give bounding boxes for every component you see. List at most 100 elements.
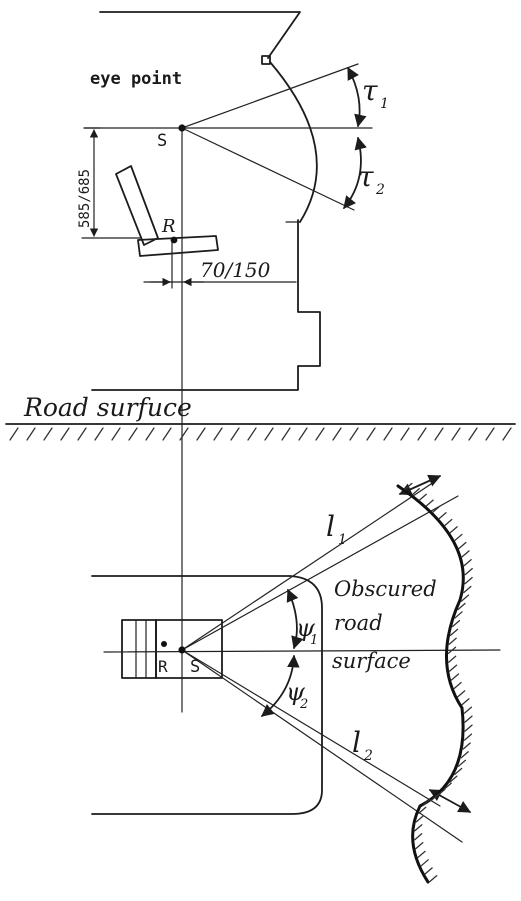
tau1-label: τ [362,74,378,107]
psi1-index: 1 [310,633,318,648]
obscured-label-line-3: surface [332,649,411,673]
road-hatch-mark [26,427,36,441]
windshield [269,61,318,223]
boundary-hatch-mark [448,664,458,672]
boundary-hatch-mark [415,842,424,850]
obscured-boundary [396,484,465,884]
point-r-label: R [161,216,176,237]
boundary-hatch-mark [447,646,457,654]
road-hatch-mark [451,427,461,441]
l2-label: l [352,726,361,759]
obscured-label-line-1: Obscured [334,577,437,601]
boundary-hatch-mark [462,742,471,750]
plan-inner-line-b [181,649,441,807]
plan-lower-sight-line [181,649,463,843]
road-hatch-mark [400,427,410,441]
boundary-hatch-mark [432,505,441,513]
road-hatch-mark [485,427,495,441]
boundary-hatch-mark [418,493,427,501]
boundary-hatch-mark [418,806,427,814]
boundary-hatch-mark [443,782,452,790]
tau1-index: 1 [380,96,389,112]
l1-index: 1 [338,532,347,548]
boundary-hatch-mark [425,499,434,507]
plan-r-label: R [158,657,168,676]
boundary-hatch-mark [417,850,426,859]
tau2-index: 2 [375,182,385,198]
boundary-hatch-mark [448,637,457,645]
plan-s-label: S [190,657,200,677]
boundary-hatch-mark [449,526,458,534]
boundary-hatch-mark [430,794,439,802]
road-hatching [9,427,512,441]
road-hatch-mark [349,427,359,441]
boundary-hatch-mark [464,567,473,576]
boundary-hatch-mark [414,833,423,841]
boundary-hatch-mark [460,751,469,759]
boundary-hatch-mark [415,815,424,823]
psi2-arc [261,654,300,717]
lower-sight-line [181,127,355,211]
l1-label: l [326,510,335,543]
boundary-hatch-mark [444,518,453,527]
road-surface-label: Road surfuce [23,393,192,422]
road-hatch-mark [60,427,70,441]
boundary-hatch-mark [454,533,463,542]
road-hatch-mark [366,427,376,441]
boundary-hatch-mark [458,541,467,550]
boundary-hatch-mark [464,724,473,732]
road-hatch-mark [417,427,427,441]
boundary-hatch-mark [457,759,467,767]
psi1-label: ψ [296,614,316,642]
plan-inner-line-a [181,481,435,651]
road-hatch-mark [77,427,87,441]
boundary-hatch-mark [463,559,472,567]
boundary-hatch-mark [449,628,459,636]
boundary-hatch-mark [457,602,466,611]
top-view: R S l 1 l 2 ψ 1 ψ 2 Obscured road surfac… [91,474,501,884]
center-line [103,649,501,653]
boundary-hatch-mark [453,681,462,690]
boundary-hatch-mark [438,512,447,520]
road-surface: Road surfuce [5,393,516,441]
boundary-hatch-mark [449,775,458,783]
road-hatch-mark [315,427,325,441]
plan-r-dot [161,641,167,647]
road-hatch-mark [298,427,308,441]
boundary-hatch-mark [461,698,470,706]
road-hatch-mark [213,427,223,441]
mirror-knob [261,55,271,65]
boundary-hatch-mark [451,619,461,628]
boundary-hatch-mark [404,482,413,491]
boundary-hatch-mark [463,585,472,594]
road-hatch-mark [434,427,444,441]
seat-back [115,165,159,246]
psi1-arc [286,588,304,650]
tau2-label: τ [358,160,374,193]
boundary-hatch-mark [429,874,438,883]
cab-block-front [155,619,223,679]
road-hatch-mark [383,427,393,441]
road-hatch-mark [502,427,512,441]
cab-block-rear [121,619,157,679]
road-hatch-mark [196,427,206,441]
road-hatch-mark [264,427,274,441]
l2-index: 2 [363,748,373,764]
road-hatch-mark [162,427,172,441]
obscured-label-line-2: road [334,611,383,635]
boundary-hatch-mark [424,867,433,875]
road-hatch-mark [9,427,19,441]
boundary-hatch-mark [448,655,457,663]
eye-point-label: eye point [90,69,182,89]
road-hatch-mark [281,427,291,441]
boundary-hatch-mark [422,798,431,807]
boundary-hatch-mark [464,576,473,585]
road-hatch-mark [332,427,342,441]
cab-body [91,219,321,391]
boundary-hatch-mark [420,859,429,867]
road-hatch-mark [43,427,53,441]
side-view: eye point S τ 1 τ 2 585/685 R 70/150 [77,11,389,713]
road-hatch-mark [128,427,138,441]
road-hatch-mark [230,427,240,441]
